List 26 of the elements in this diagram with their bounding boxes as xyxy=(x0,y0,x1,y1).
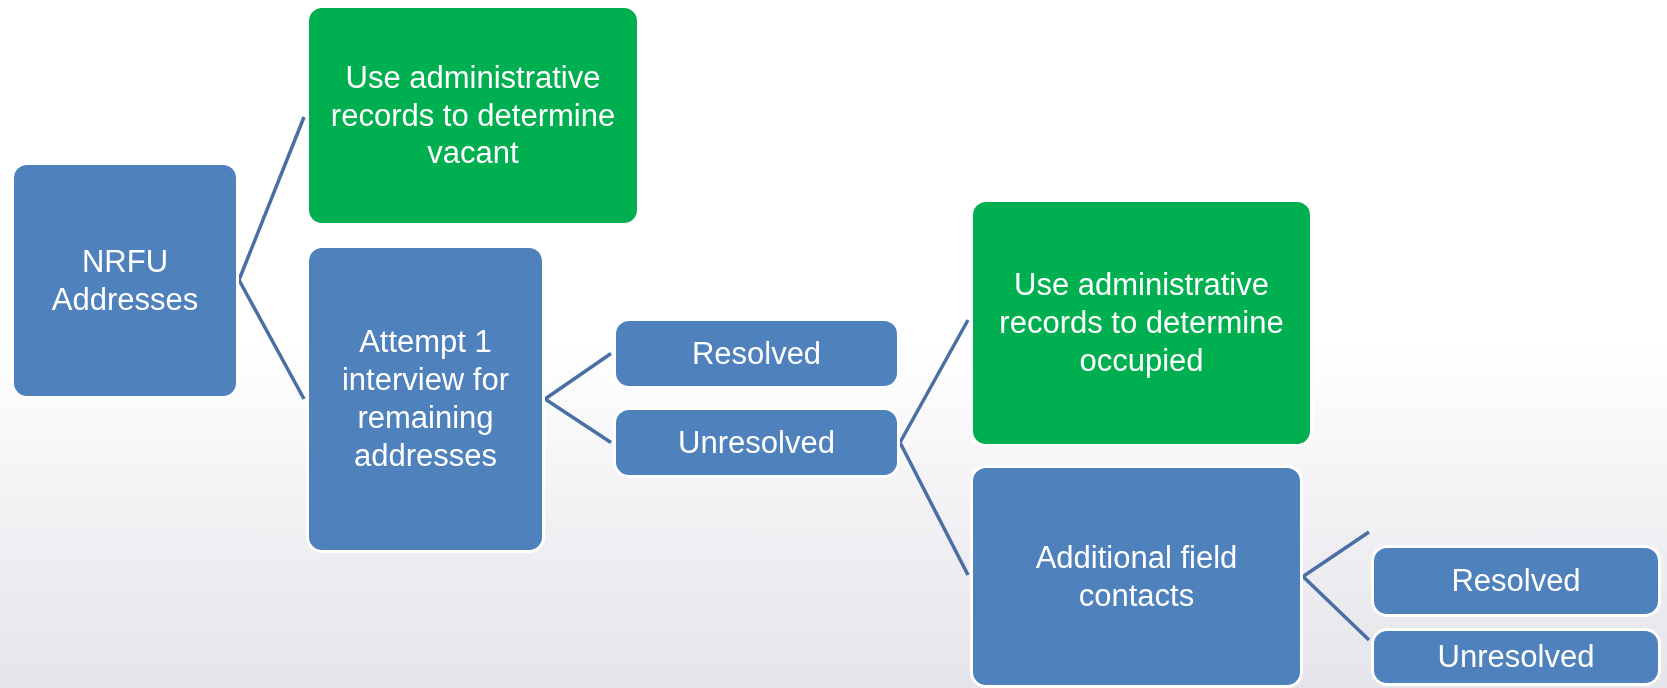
box-text: Attempt 1 interview for remaining addresses xyxy=(340,323,511,475)
process-box xyxy=(1371,545,1661,617)
connector-line xyxy=(237,279,306,400)
connector-line xyxy=(237,116,306,281)
process-box xyxy=(306,245,545,553)
box-text: NRFU Addresses xyxy=(50,242,200,319)
box-text: Resolved xyxy=(691,334,822,373)
process-box xyxy=(613,318,900,389)
box-text: Use administrative records to determine occupied xyxy=(998,266,1285,380)
connector-line xyxy=(544,352,612,401)
connector-line xyxy=(1301,575,1371,642)
box-text: Use administrative records to determine vacant xyxy=(329,58,617,173)
connector-line xyxy=(544,397,612,444)
connector-line xyxy=(1302,530,1370,578)
process-box xyxy=(613,407,900,478)
process-box xyxy=(11,162,239,399)
box-text: Resolved xyxy=(1451,562,1581,600)
outcome-box xyxy=(970,199,1313,447)
box-text: Unresolved xyxy=(1437,638,1595,676)
connector-line xyxy=(898,441,970,576)
process-box xyxy=(1371,628,1661,686)
connector-line xyxy=(898,319,970,444)
box-text: Additional field contacts xyxy=(1034,538,1239,615)
box-text: Unresolved xyxy=(678,423,835,462)
process-box xyxy=(970,465,1303,688)
outcome-box xyxy=(306,5,640,226)
